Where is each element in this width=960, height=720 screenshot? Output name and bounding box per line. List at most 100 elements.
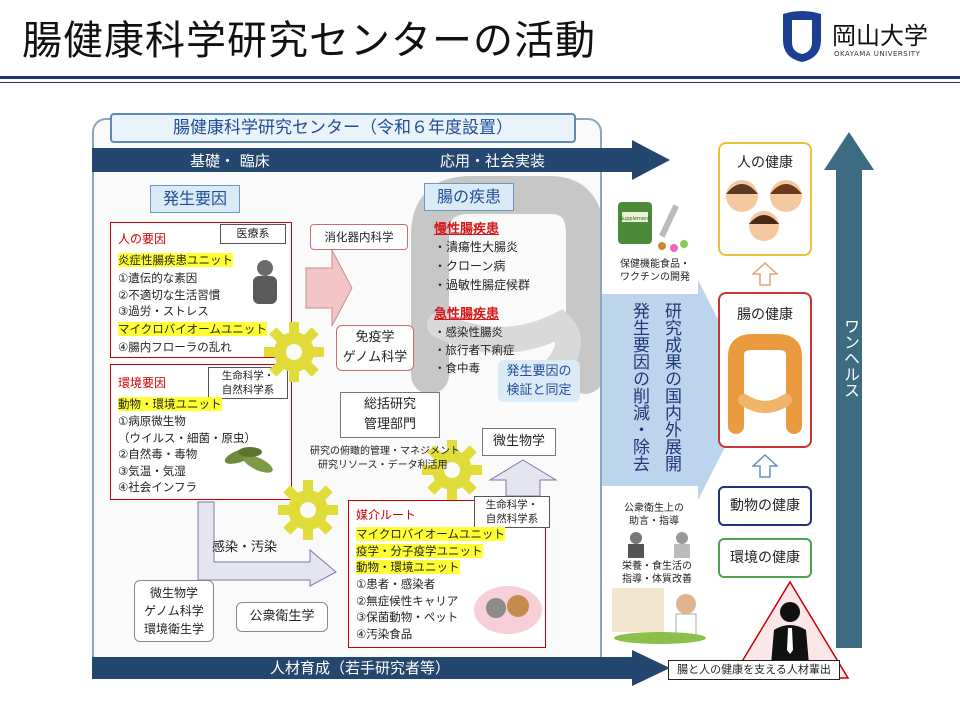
microbiology-box: 微生物学 [482,428,556,456]
up-arrow-icon [488,459,558,497]
hr-label: 腸と人の健康を支える人材輩出 [668,660,840,680]
cause-to-disease-arrow [305,249,353,327]
nutrition-line: 指導・体質改善 [622,574,692,585]
list-item: ・旅行者下痢症 [434,343,515,357]
list-item: ・感染性腸炎 [434,325,503,339]
tag-line: 生命科学・ [485,499,539,511]
list-item: ③気温・気湿 [118,463,186,478]
nutrition-line: 栄養・食生活の [622,561,692,572]
list-item: ②不適切な生活習慣 [118,287,221,302]
nutrition-label: 栄養・食生活の 指導・体質改善 [622,560,692,586]
env-health-box: 環境の健康 [718,538,812,578]
list-item: ②自然毒・毒物 [118,447,198,461]
human-health-label: 人の健康 [737,155,793,171]
ibd-unit: 炎症性腸疾患ユニット [118,253,233,267]
gear-icon [264,322,324,382]
list-item: ③過労・ストレス [118,304,209,318]
advice-line: 公衆衛生上の [624,503,684,514]
verify-line: 検証と同定 [506,383,572,398]
animal-env-unit: 動物・環境ユニット [118,397,222,411]
chronic-disease-title: 慢性腸疾患 [434,222,500,237]
list-item: ③保菌動物・ペット [356,610,459,624]
list-item: ・過敏性腸症候群 [434,278,531,292]
stomach-ache-image-icon [253,260,277,304]
outcome-arrow [602,280,754,500]
bottom-band-label: 人材育成（若手研究者等） [270,659,451,677]
band-arrow-bottom [92,650,670,686]
up-arrow-icon [752,262,778,286]
mgmt-label-2: 管理部門 [363,417,416,432]
gear-icon [278,480,338,540]
unit-item: マイクロバイオームユニット [356,527,505,541]
mediator-list: ①患者・感染者 ②無症候性キャリア ③保菌動物・ペット ④汚染食品 [356,576,458,642]
mediator-title: 媒介ルート [356,508,417,522]
chronic-list: ・潰瘍性大腸炎 ・クローン病 ・過敏性腸症候群 [434,238,530,295]
outcome-col-1: 研究成果の国内外展開 [661,302,681,472]
immunology-box: 免疫学 ゲノム科学 [336,325,414,371]
nutrition-image-icon [612,588,706,644]
microbiome-unit: マイクロバイオームユニット [118,322,267,336]
list-item: ①患者・感染者 [356,577,436,591]
mgmt-desc-2: 研究リソース・データ利活用 [318,460,448,471]
one-health-arrow [824,132,874,648]
cause-label: 発生要因 [150,185,240,213]
band-arrow-top [92,140,670,180]
food-label: 保健機能食品・ ワクチンの開発 [620,258,690,284]
header-rule-thin [0,82,960,83]
mgmt-desc-1: 研究の俯瞰的管理・マネジメント [310,446,460,457]
logo-subtext: OKAYAMA UNIVERSITY [834,50,921,58]
advice-label: 公衆衛生上の 助言・指導 [624,502,684,528]
intestine-icon [728,334,802,434]
life-science-tag: 生命科学・ 自然科学系 [208,367,288,399]
fields-box: 微生物学 ゲノム科学 環境衛生学 [134,580,214,642]
logo-emblem-icon [783,11,821,62]
one-health-label: ワンヘルス [841,318,860,398]
gastroenterology-box: 消化器内科学 [310,224,408,250]
food-line: ワクチンの開発 [620,272,690,283]
list-item: ①遺伝的な素因 [118,271,198,285]
list-item: ④社会インフラ [118,480,197,494]
acute-disease-title: 急性腸疾患 [434,307,500,322]
management-box: 総括研究 管理部門 [340,392,440,438]
gut-health-label: 腸の健康 [737,307,793,323]
mgmt-label-1: 総括研究 [363,397,416,412]
bacteria-image-icon [224,447,273,473]
header-rule [0,76,960,79]
doctors-image-icon [628,532,690,558]
outcome-col-2: 発生要因の削減・除去 [629,302,649,472]
list-item: ①病原微生物 [118,414,186,428]
list-item: ・食中毒 [434,361,480,375]
unit-item: 動物・環境ユニット [356,560,460,574]
gear-icon [422,440,482,500]
human-factor-list: ①遺伝的な素因 ②不適切な生活習慣 ③過労・ストレス [118,270,220,320]
unit-item: 疫学・分子疫学ユニット [356,543,483,558]
infection-arrow [197,501,337,587]
supplement-text: Supplement [620,216,650,222]
list-item: ②無症候性キャリア [356,593,459,608]
pets-image-icon [474,586,542,634]
advice-line: 助言・指導 [629,516,679,527]
list-item: ・クローン病 [434,259,506,273]
animal-health-box: 動物の健康 [718,486,812,526]
university-logo: 岡山大学 OKAYAMA UNIVERSITY [780,10,950,66]
human-health-box: 人の健康 [718,142,812,256]
field-item: 微生物学 [149,586,198,600]
page-title: 腸健康科学研究センターの活動 [22,18,596,64]
tag-line: 自然科学系 [221,384,275,396]
up-arrow-icon [752,454,778,478]
field-item: 環境衛生学 [143,622,204,636]
disease-label: 腸の疾患 [424,183,514,211]
genome-label: ゲノム科学 [342,350,408,365]
life-science-tag: 生命科学・ 自然科学系 [474,496,550,528]
list-item: ・潰瘍性大腸炎 [434,240,519,254]
field-item: ゲノム科学 [144,604,204,618]
list-item: （ウイルス・細菌・原虫） [118,430,256,445]
public-health-box: 公衆衛生学 [236,602,328,632]
list-item: ④腸内フローラの乱れ [118,340,232,354]
immunology-label: 免疫学 [355,330,395,345]
tag-line: 生命科学・ [221,370,275,382]
children-image-icon [726,180,802,241]
logo-text: 岡山大学 [832,22,928,50]
supplement-image-icon: Supplement [618,202,688,252]
band-label-basic: 基礎・ 臨床 [190,152,270,170]
